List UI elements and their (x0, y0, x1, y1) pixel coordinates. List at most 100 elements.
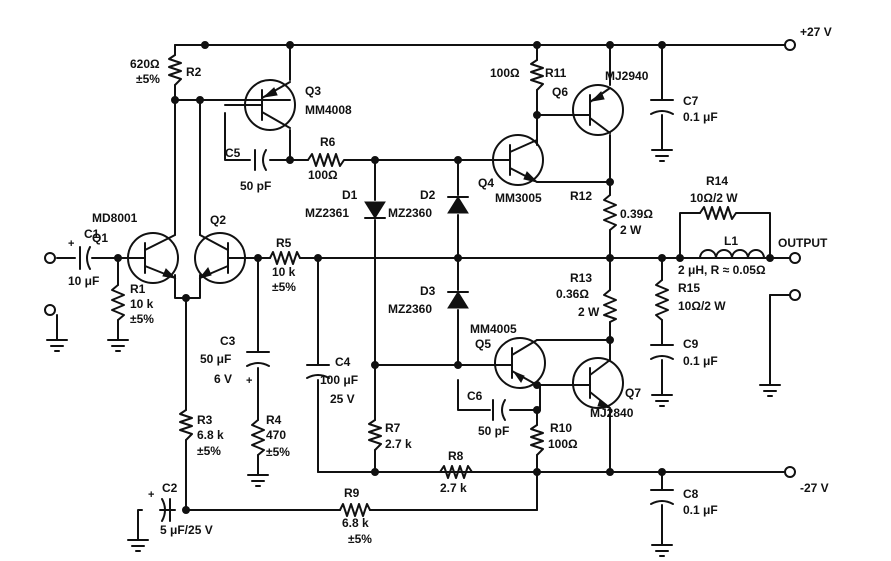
label-neg-supply: -27 V (800, 481, 829, 495)
label-r15-ref: R15 (678, 281, 700, 295)
capacitor-c1-symbol: + (68, 238, 91, 270)
svg-text:+: + (148, 489, 154, 501)
label-r4-tol: ±5% (266, 445, 290, 459)
pos-supply-terminal (784, 39, 796, 51)
svg-text:+: + (246, 375, 252, 387)
label-q7-ref: Q7 (625, 386, 641, 400)
label-r1-tol: ±5% (130, 312, 154, 326)
ground-symbols (46, 149, 781, 557)
transistors (127, 79, 624, 409)
label-d1-part: MZ2361 (305, 206, 349, 220)
label-r7-value: 2.7 k (385, 437, 412, 451)
resistor-r9-symbol (339, 503, 371, 517)
ground-icon (46, 339, 68, 352)
label-r9-value: 6.8 k (342, 516, 369, 530)
resistor-r11-symbol (530, 59, 544, 91)
label-c4-ref: C4 (335, 355, 351, 369)
capacitor-c7-symbol (650, 99, 674, 115)
label-c7-ref: C7 (683, 94, 699, 108)
junction-dots (114, 41, 774, 514)
resistor-r12-symbol (603, 194, 617, 231)
label-r3-tol: ±5% (197, 444, 221, 458)
resistor-r7-symbol (368, 419, 382, 451)
transistor-q2-symbol (194, 232, 246, 284)
label-r2-tol: ±5% (136, 72, 160, 86)
label-l1-ref: L1 (724, 234, 738, 248)
label-c1-value: 10 μF (68, 274, 99, 288)
diode-d2-symbol (447, 196, 469, 214)
capacitor-c5-symbol (254, 149, 267, 171)
label-pos-supply: +27 V (800, 25, 832, 39)
ground-icon (759, 384, 781, 397)
diode-d3-symbol (447, 291, 469, 309)
capacitor-c9-symbol (650, 344, 674, 360)
label-d1-ref: D1 (342, 188, 358, 202)
neg-supply-terminal (784, 466, 796, 478)
label-d3-part: MZ2360 (388, 302, 432, 316)
label-q5-part: MM4005 (470, 322, 517, 336)
label-r2-ref: R2 (186, 65, 202, 79)
resistor-r6-symbol (307, 153, 351, 167)
transistor-q6-symbol (572, 84, 624, 136)
label-r13-power: 2 W (578, 305, 600, 319)
label-c3-volt: 6 V (214, 372, 232, 386)
label-d2-part: MZ2360 (388, 206, 432, 220)
label-r7-ref: R7 (385, 421, 401, 435)
label-d2-ref: D2 (420, 188, 436, 202)
label-r9-ref: R9 (344, 486, 360, 500)
transistor-q5-symbol (494, 337, 546, 389)
output-ground-terminal (789, 289, 801, 301)
label-r13-value: 0.36Ω (556, 287, 589, 301)
label-r6-value: 100Ω (308, 168, 338, 182)
resistor-r4-symbol (251, 419, 265, 456)
ground-icon (247, 474, 269, 487)
capacitor-c6-symbol (492, 399, 506, 421)
label-r13-ref: R13 (570, 271, 592, 285)
ground-icon (651, 394, 673, 407)
label-c2-ref: C2 (162, 481, 178, 495)
resistor-r13-symbol (603, 289, 617, 323)
label-r9-tol: ±5% (348, 532, 372, 546)
svg-text:+: + (68, 238, 74, 250)
label-r8-ref: R8 (448, 449, 464, 463)
label-c7-value: 0.1 μF (683, 110, 718, 124)
label-c9-value: 0.1 μF (683, 354, 718, 368)
label-r11-value: 100Ω (490, 66, 520, 80)
label-r2-value: 620Ω (130, 57, 160, 71)
transistor-q4-symbol (492, 134, 544, 186)
label-c4-value: 100 μF (320, 373, 358, 387)
label-r6-ref: R6 (320, 135, 336, 149)
resistor-r14-symbol (699, 206, 741, 220)
ground-icon (651, 544, 673, 557)
label-r5-tol: ±5% (272, 280, 296, 294)
resistor-r3-symbol (179, 409, 193, 441)
label-q1-part: MD8001 (92, 211, 138, 225)
capacitor-c2-symbol: + (148, 489, 171, 522)
resistor-r5-symbol (269, 251, 301, 265)
label-l1-value: 2 μH, R ≈ 0.05Ω (678, 263, 766, 277)
label-r3-ref: R3 (197, 413, 213, 427)
label-c1-ref: C1 (84, 227, 100, 241)
transistor-q1-symbol (127, 232, 179, 284)
label-q6-part: MJ2940 (605, 69, 649, 83)
diode-d1-symbol (364, 201, 386, 219)
label-r12-value: 0.39Ω (620, 207, 653, 221)
label-q4-part: MM3005 (495, 191, 542, 205)
label-c6-ref: C6 (467, 389, 483, 403)
labels: +27 V -27 V OUTPUT R2 620Ω ±5% Q3 MM4008… (68, 25, 832, 546)
label-q3-part: MM4008 (305, 103, 352, 117)
capacitors: + + + (68, 99, 674, 522)
input-terminal (44, 252, 56, 264)
label-r1-ref: R1 (130, 282, 146, 296)
transistor-q3-symbol (224, 79, 296, 131)
label-output: OUTPUT (778, 236, 828, 250)
label-q2-ref: Q2 (210, 213, 226, 227)
label-c5-value: 50 pF (240, 179, 271, 193)
label-q4-ref: Q4 (478, 176, 494, 190)
label-q3-ref: Q3 (305, 84, 321, 98)
inductor-l1-symbol (699, 249, 765, 259)
label-r14-value: 10Ω/2 W (690, 191, 738, 205)
label-r12-ref: R12 (570, 189, 592, 203)
diodes (364, 196, 469, 309)
